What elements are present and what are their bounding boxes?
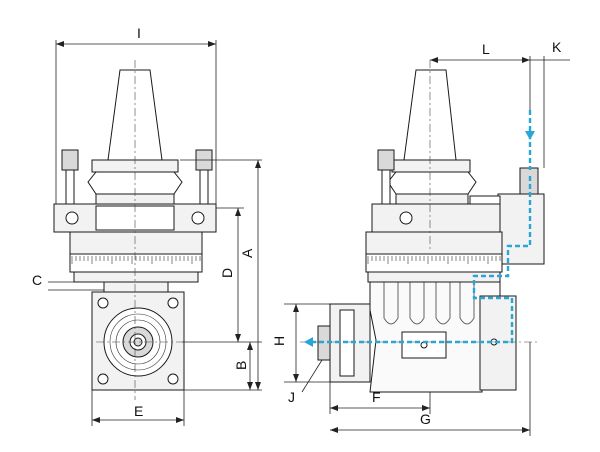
front-head-corner-bolt-bl <box>97 373 109 385</box>
front-stud-left-shaft <box>65 169 75 205</box>
label-G: G <box>420 411 431 427</box>
side-vgroove <box>387 171 477 195</box>
front-head-corner-bolt-tl <box>97 297 109 309</box>
front-scale-ticks <box>71 256 201 264</box>
label-H: H <box>271 336 287 346</box>
label-B: B <box>233 361 249 370</box>
side-collar-lower <box>395 193 469 205</box>
coolant-line <box>306 110 532 344</box>
front-bolt-left <box>65 211 79 225</box>
side-fin-4 <box>459 281 475 325</box>
side-view <box>300 60 545 393</box>
side-fin-2 <box>409 281 425 325</box>
side-housing-upper <box>371 203 501 233</box>
label-C: C <box>32 272 42 288</box>
front-stud-left-top <box>61 149 79 171</box>
coolant-path <box>304 110 535 347</box>
front-housing-body <box>69 231 203 255</box>
side-spindle-housing <box>479 295 517 391</box>
label-L: L <box>482 41 490 57</box>
label-D: D <box>219 268 235 278</box>
front-ring-lower <box>73 271 199 283</box>
front-head-corner-bolt-br <box>167 373 179 385</box>
front-neck <box>103 281 169 293</box>
side-scale-ticks <box>367 256 501 264</box>
side-stud-top <box>377 149 395 171</box>
front-view <box>53 60 217 400</box>
label-K: K <box>552 39 562 55</box>
side-scale-ring <box>365 253 503 273</box>
front-dimensions <box>48 40 262 426</box>
side-coolant-block <box>497 193 545 265</box>
label-E: E <box>134 403 143 419</box>
side-stud-shaft <box>381 169 391 205</box>
label-F: F <box>372 389 381 405</box>
side-collar <box>391 159 471 173</box>
front-head-corner-bolt-tr <box>167 297 179 309</box>
label-A: A <box>239 248 255 258</box>
label-I: I <box>137 25 141 41</box>
side-housing-bolt <box>399 211 413 225</box>
side-fin-1 <box>383 281 399 325</box>
side-dimensions <box>284 56 570 436</box>
side-fin-3 <box>435 281 451 325</box>
label-J: J <box>288 389 295 405</box>
side-ring-lower <box>367 271 501 283</box>
front-bolt-right <box>191 211 205 225</box>
side-housing-body <box>365 231 503 255</box>
front-stud-right-shaft <box>199 169 209 205</box>
